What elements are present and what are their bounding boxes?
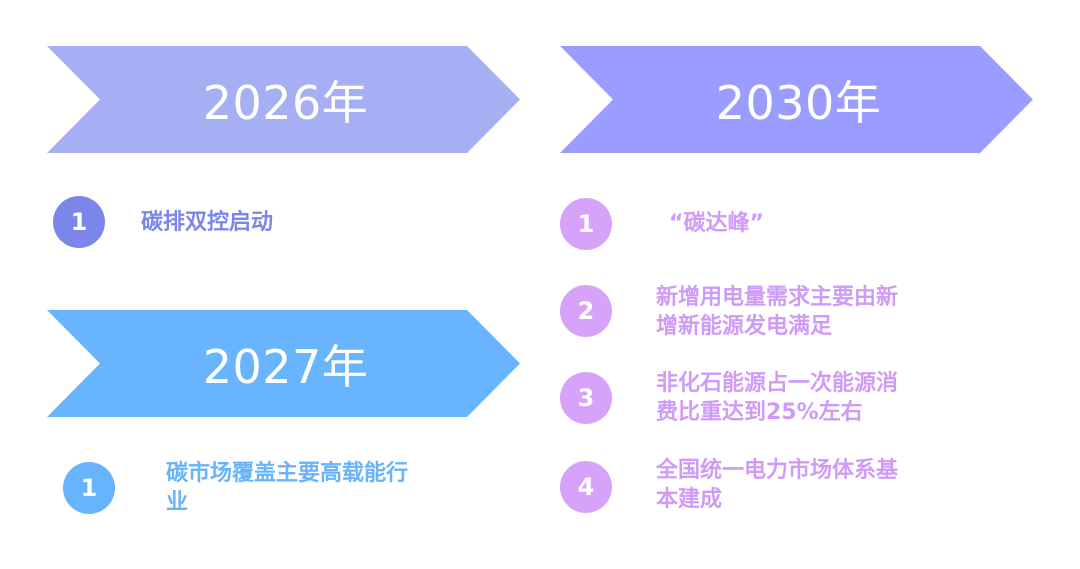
item-number-badge: 3 [560,372,612,424]
milestone-text-line: 增新能源发电满足 [656,314,833,339]
item-number-badge: 1 [560,198,612,250]
milestone-text: 非化石能源占一次能源消 费比重达到25%左右 [656,369,898,427]
milestone-text-line: 费比重达到25%左右 [656,400,863,425]
item-number-badge: 4 [560,461,612,513]
milestone-text-line: 非化石能源占一次能源消 [656,371,899,396]
year-banner-2027: 2027年 [47,310,520,417]
milestone-text-line: 本建成 [656,487,723,512]
milestone-text: 碳排双控启动 [141,210,274,235]
year-label-2030: 2030年 [715,75,882,130]
item-number-badge: 2 [560,285,612,337]
milestone-text: 新增用电量需求主要由新 增新能源发电满足 [656,283,898,341]
arrow-shape-2026 [47,46,520,153]
item-number-badge: 1 [63,462,115,514]
year-label-2027: 2027年 [202,339,369,394]
year-banner-2026: 2026年 [47,46,520,153]
milestone-text-line: 业 [166,490,189,515]
item-number-badge: 1 [53,196,105,248]
year-banner-2030: 2030年 [560,46,1033,153]
milestone-text-line: 碳市场覆盖主要高载能行 [166,461,409,486]
year-label-2026: 2026年 [202,75,369,130]
arrow-shape-2030 [560,46,1033,153]
milestone-text-line: 新增用电量需求主要由新 [656,285,899,310]
milestone-text: 全国统一电力市场体系基 本建成 [656,456,898,514]
milestone-text: “碳达峰” [669,211,764,236]
arrow-shape-2027 [47,310,520,417]
milestone-text: 碳市场覆盖主要高载能行 业 [166,459,408,517]
milestone-text-line: 全国统一电力市场体系基 [656,458,899,483]
